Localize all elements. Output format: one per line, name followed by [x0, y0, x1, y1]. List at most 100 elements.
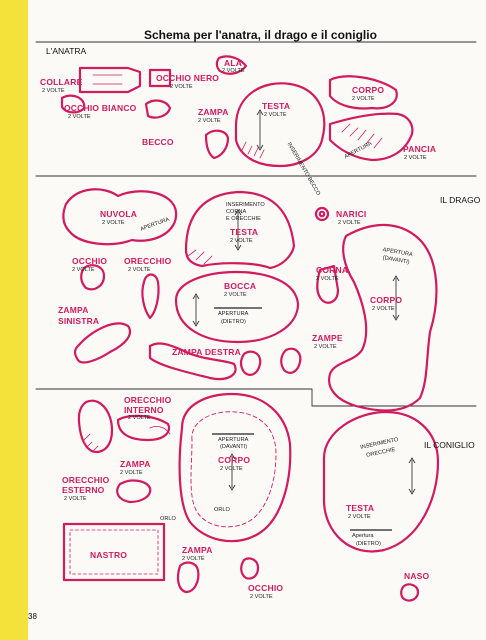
label-zampa-sinistra2: SINISTRA — [58, 316, 100, 326]
testa-coniglio-shape — [322, 410, 440, 553]
label-ala: ALA — [224, 58, 243, 68]
orecchio-esterno-top-shape — [77, 399, 114, 454]
label-corpo-drago: CORPO — [370, 295, 403, 305]
testa-coniglio-arrow — [408, 457, 416, 495]
label-corna: CORNA — [316, 265, 349, 275]
corpo-drago-arrow — [392, 275, 400, 321]
corpo-coniglio-shape — [178, 392, 292, 543]
becco-shape — [144, 99, 172, 119]
label-orlo2: ORLO — [160, 516, 176, 522]
occhio-drago-shape — [80, 264, 106, 291]
occhio-nero-shape — [148, 68, 172, 88]
corpo-coniglio-dashed — [190, 411, 277, 528]
zampa-coniglio-shape — [116, 479, 152, 504]
zampa-destra-toe1 — [239, 350, 262, 376]
collare-shape — [78, 66, 142, 94]
sub-testa-coniglio: 2 VOLTE — [348, 514, 371, 520]
label-testa-anatra: TESTA — [262, 101, 291, 111]
sub-occhio-coniglio: 2 VOLTE — [250, 594, 273, 600]
label-testa-drago: TESTA — [230, 227, 259, 237]
label-corpo-coniglio: CORPO — [218, 455, 251, 465]
sub-zampa-coniglio: 2 VOLTE — [120, 470, 143, 476]
label-zampe: ZAMPE — [312, 333, 343, 343]
label-apertura-testa-coniglio: Apertura — [352, 533, 374, 539]
testa-drago-arrow — [234, 209, 242, 251]
sub-ala: 2 VOLTE — [222, 68, 245, 74]
label-naso: NASO — [404, 571, 430, 581]
label-corpo-anatra: CORPO — [352, 85, 385, 95]
label-orlo1: ORLO — [214, 507, 230, 513]
label-orecchio-drago: ORECCHIO — [124, 256, 172, 266]
sub-corpo-anatra: 2 VOLTE — [352, 96, 375, 102]
label-zampa-anatra: ZAMPA — [198, 107, 229, 117]
nuvola-shape — [62, 188, 178, 246]
testa-drago-shape — [184, 190, 296, 270]
label-pancia: PANCIA — [403, 144, 437, 154]
label-orecchio-interno2: INTERNO — [124, 405, 164, 415]
sub-nuvola: 2 VOLTE — [102, 220, 125, 226]
sub-bocca: 2 VOLTE — [224, 292, 247, 298]
label-becco: BECCO — [142, 137, 174, 147]
occhio-coniglio-shape — [240, 557, 260, 580]
corna-shape — [316, 264, 340, 304]
narici-shape — [314, 206, 330, 222]
label-dietro-coniglio: (DIETRO) — [356, 541, 381, 547]
zampa-coniglio2-shape — [176, 561, 200, 594]
orecchio-hatch — [83, 433, 99, 453]
corpo-anatra-shape — [328, 75, 398, 110]
ala-shape — [215, 55, 248, 75]
section-coniglio: IL CONIGLIO — [424, 440, 475, 450]
label-collare: COLLARE — [40, 77, 83, 87]
sub-collare: 2 VOLTE — [42, 88, 65, 94]
bocca-arrow — [192, 293, 200, 327]
page-number: 38 — [28, 612, 37, 621]
label-inserimento-corna3: E ORECCHIE — [226, 216, 261, 222]
label-bocca: BOCCA — [224, 281, 257, 291]
sub-corna: 2 VOLTE — [316, 276, 339, 282]
sub-zampa-coniglio2: 2 VOLTE — [182, 556, 205, 562]
label-dietro-drago: (DIETRO) — [221, 319, 246, 325]
label-zampa-sinistra: ZAMPA — [58, 305, 89, 315]
label-apertura-dietro-drago: APERTURA — [218, 311, 249, 317]
zampa-sinistra-shape — [73, 322, 132, 364]
sub-zampe: 2 VOLTE — [314, 344, 337, 350]
testa-hatch — [241, 141, 265, 159]
sub-testa-anatra: 2 VOLTE — [264, 112, 287, 118]
label-occhio-bianco: OCCHIO BIANCO — [64, 103, 137, 113]
zampa-anatra-shape — [204, 129, 230, 160]
section-anatra: L'ANATRA — [46, 46, 87, 56]
sub-pancia: 2 VOLTE — [404, 155, 427, 161]
sub-apertura-corpo-coniglio: (DAVANTI) — [220, 444, 248, 450]
zampe-shape — [280, 347, 302, 374]
bocca-shape — [174, 270, 300, 344]
corpo-drago-shape — [328, 223, 438, 412]
sub-occhio-bianco: 2 VOLTE — [68, 114, 91, 120]
label-testa-coniglio: TESTA — [346, 503, 375, 513]
orecchio-drago-shape — [141, 273, 160, 320]
section-drago: IL DRAGO — [440, 195, 481, 205]
testa-anatra-shape — [234, 82, 326, 168]
label-occhio-coniglio: OCCHIO — [248, 583, 284, 593]
label-nuvola: NUVOLA — [100, 209, 138, 219]
label-nastro: NASTRO — [90, 550, 128, 560]
sub-narici: 2 VOLTE — [338, 220, 361, 226]
narici-inner — [318, 210, 326, 218]
label-orecchio-interno: ORECCHIO — [124, 395, 172, 405]
corpo-coniglio-arrow — [228, 453, 236, 491]
yellow-margin-strip — [0, 0, 28, 640]
page-title: Schema per l'anatra, il drago e il conig… — [144, 28, 377, 42]
label-inserimento-corna: INSERIMENTO — [226, 202, 265, 208]
label-occhio-nero: OCCHIO NERO — [156, 73, 220, 83]
label-zampa-destra: ZAMPA DESTRA — [172, 347, 241, 357]
testa-anatra-arrow — [256, 109, 264, 151]
pancia-hatch — [341, 123, 383, 149]
label-zampa-coniglio: ZAMPA — [120, 459, 151, 469]
sub-occhio-nero: 2 VOLTE — [170, 84, 193, 90]
label-orecchio-esterno2: ESTERNO — [62, 485, 105, 495]
label-zampa-coniglio2: ZAMPA — [182, 545, 213, 555]
label-apertura-corpo-coniglio: APERTURA — [218, 437, 249, 443]
orecchio-interno-shape — [116, 414, 171, 442]
sub-orecchio-esterno: 2 VOLTE — [64, 496, 87, 502]
zampa-destra-shape — [148, 342, 237, 381]
